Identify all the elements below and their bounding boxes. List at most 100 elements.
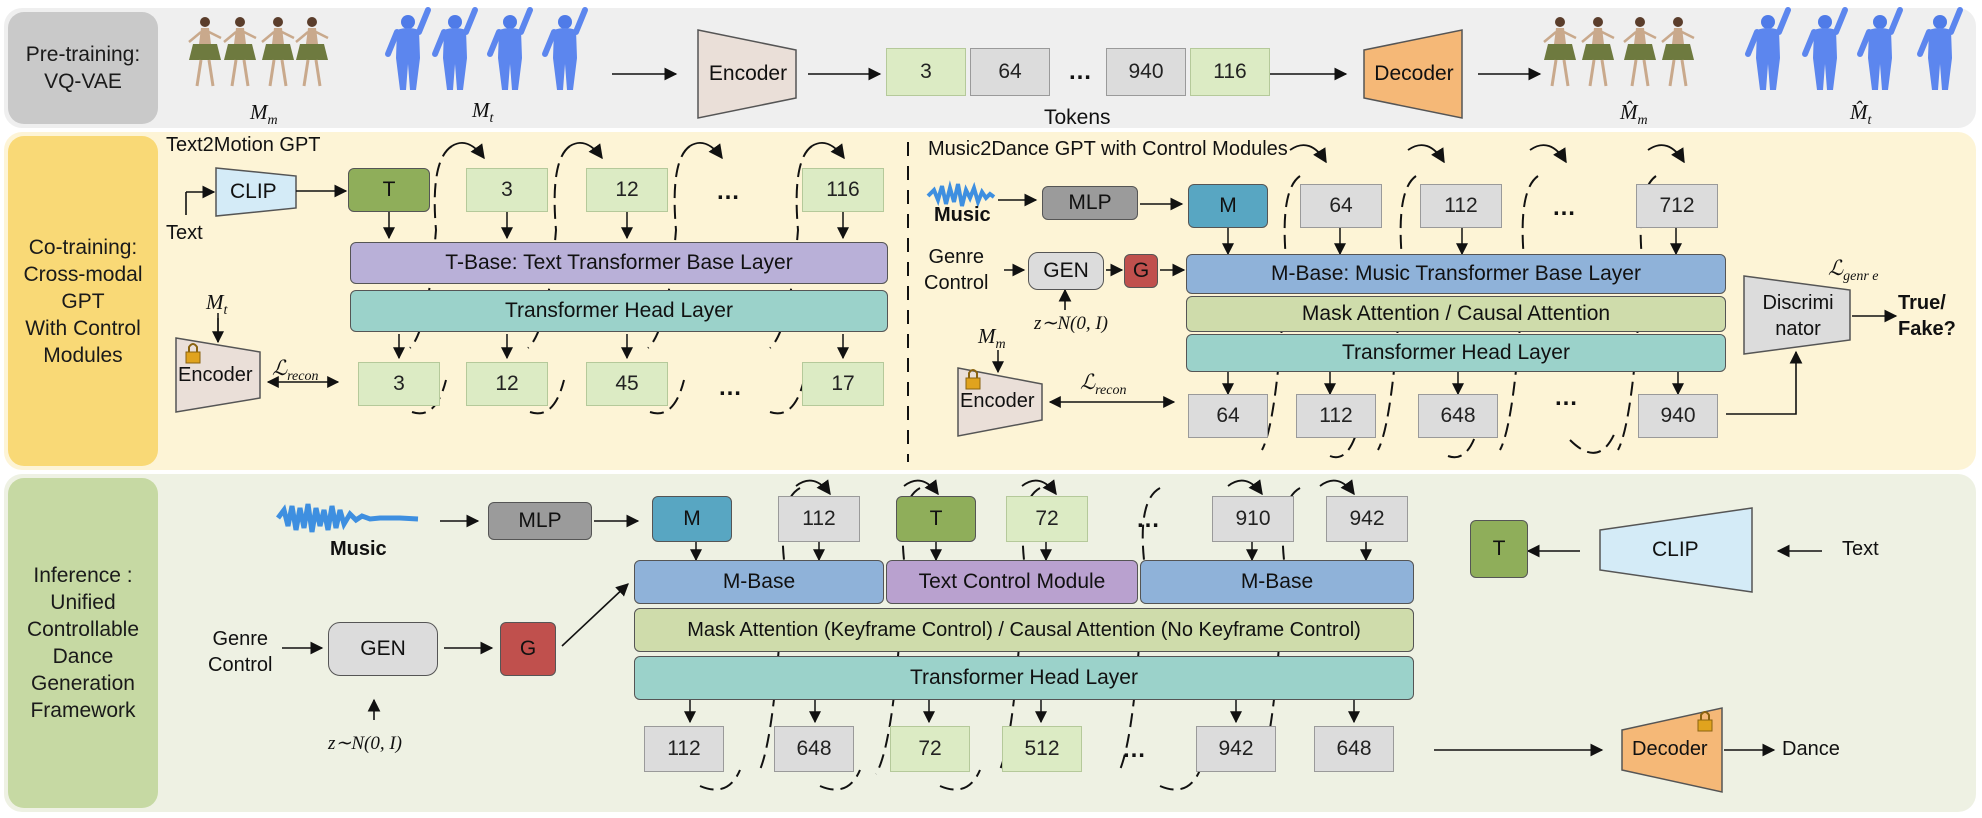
true-fake-label: True/ Fake?	[1898, 292, 1956, 340]
t2m-text-input: Text	[166, 222, 203, 244]
t2m-in-ellipsis: …	[716, 178, 740, 205]
mt-hat-figures	[1748, 10, 1960, 90]
m2d-in-token: 64	[1300, 184, 1382, 228]
m2d-g-token: G	[1124, 254, 1158, 288]
pretrain-encoder: Encoder	[708, 62, 788, 85]
inf-out-token: 942	[1196, 726, 1276, 772]
inf-in-ellipsis: …	[1136, 506, 1160, 533]
pretrain-token: 64	[970, 48, 1050, 96]
t2m-clip-shape	[215, 167, 297, 217]
m2d-gen: GEN	[1028, 252, 1104, 290]
inf-in-token: 72	[1006, 496, 1088, 542]
m2d-mm-label: Mm	[978, 324, 1006, 353]
discriminator-shape	[1743, 275, 1851, 355]
tokens-label: Tokens	[1044, 106, 1111, 129]
inf-t-clip-output: T	[1470, 520, 1528, 578]
inf-t-token: T	[896, 496, 976, 542]
mm-hat-label: M̂m	[1620, 100, 1648, 129]
mt-hat-label: M̂t	[1850, 100, 1872, 129]
m2d-genre-label: Genre Control	[924, 246, 989, 294]
inf-mbase-left: M-Base	[634, 560, 884, 604]
inf-dance-output: Dance	[1782, 738, 1840, 760]
mm-hat-figures	[1542, 15, 1696, 88]
pretrain-token: 3	[886, 48, 966, 96]
m2d-out-token: 112	[1296, 394, 1376, 438]
m2d-mask-layer: Mask Attention / Causal Attention	[1186, 296, 1726, 332]
inf-out-token: 112	[644, 726, 724, 772]
inf-text-control-module: Text Control Module	[886, 560, 1138, 604]
t2m-out-token: 12	[466, 362, 548, 406]
m2d-title: Music2Dance GPT with Control Modules	[928, 138, 1288, 160]
pretrain-ellipsis: …	[1068, 58, 1092, 85]
inf-in-token: 942	[1326, 496, 1408, 542]
mm-figures	[187, 15, 330, 88]
m2d-in-token: 112	[1420, 184, 1502, 228]
pretrain-token: 116	[1190, 48, 1270, 96]
t2m-head-layer: Transformer Head Layer	[350, 290, 888, 332]
m2d-z-noise: z∼N(0, I)	[1034, 313, 1108, 334]
m2d-out-token: 648	[1418, 394, 1498, 438]
m2d-base-layer: M-Base: Music Transformer Base Layer	[1186, 254, 1726, 294]
pretrain-decoder: Decoder	[1374, 62, 1454, 85]
mt-figures	[388, 10, 585, 90]
t2m-t-token: T	[348, 168, 430, 212]
t2m-out-token: 17	[802, 362, 884, 406]
m2d-m-token: M	[1188, 184, 1268, 228]
inf-m-token: M	[652, 496, 732, 542]
t2m-base-layer: T-Base: Text Transformer Base Layer	[350, 242, 888, 284]
t2m-in-token: 3	[466, 168, 548, 212]
inf-mask-layer: Mask Attention (Keyframe Control) / Caus…	[634, 608, 1414, 652]
t2m-out-ellipsis: …	[718, 374, 742, 401]
m2d-waveform	[926, 180, 996, 209]
m2d-out-ellipsis: …	[1554, 384, 1578, 411]
inf-head-layer: Transformer Head Layer	[634, 656, 1414, 700]
inference-label: Inference : Unified Controllable Dance G…	[8, 478, 158, 808]
pretrain-encoder-shape	[697, 29, 797, 119]
lock-icon	[965, 369, 981, 390]
inf-decoder-shape	[1621, 707, 1723, 793]
cotrain-label: Co-training: Cross-modal GPT With Contro…	[8, 136, 158, 466]
inf-out-token: 72	[890, 726, 970, 772]
m2d-encoder-label: Encoder	[960, 390, 1035, 412]
m2d-in-ellipsis: …	[1552, 194, 1576, 221]
inf-out-token: 648	[774, 726, 854, 772]
inf-text-input: Text	[1842, 538, 1879, 560]
t2m-lrecon: ℒrecon	[272, 356, 319, 385]
inf-gen: GEN	[328, 622, 438, 676]
inf-out-ellipsis: …	[1122, 736, 1146, 763]
m2d-in-token: 712	[1636, 184, 1718, 228]
discriminator-label: Discrimi nator	[1762, 292, 1834, 340]
lock-icon	[1697, 711, 1713, 732]
m2d-out-token: 64	[1188, 394, 1268, 438]
m2d-head-layer: Transformer Head Layer	[1186, 334, 1726, 372]
inf-genre-label: Genre Control	[208, 628, 273, 676]
m2d-mlp: MLP	[1042, 186, 1138, 220]
pretrain-token: 940	[1106, 48, 1186, 96]
t2m-in-token: 12	[586, 168, 668, 212]
m2d-out-token: 940	[1638, 394, 1718, 438]
t2m-encoder-label: Encoder	[178, 364, 253, 386]
t2m-out-token: 45	[586, 362, 668, 406]
inf-out-token: 512	[1002, 726, 1082, 772]
t2m-out-token: 3	[358, 362, 440, 406]
inf-z-noise: z∼N(0, I)	[328, 733, 402, 754]
m2d-music-label: Music	[934, 204, 991, 226]
inf-clip-shape	[1599, 507, 1753, 593]
inf-mbase-right: M-Base	[1140, 560, 1414, 604]
t2m-title: Text2Motion GPT	[166, 134, 321, 156]
inf-in-token: 910	[1212, 496, 1294, 542]
t2m-in-token: 116	[802, 168, 884, 212]
inf-music-label: Music	[330, 538, 387, 560]
t2m-mt-label: Mt	[206, 290, 228, 319]
inf-mlp: MLP	[488, 502, 592, 540]
lock-icon	[185, 343, 201, 364]
inf-clip-label: CLIP	[1652, 538, 1699, 561]
t2m-clip-label: CLIP	[230, 180, 277, 203]
pretrain-label: Pre-training: VQ-VAE	[8, 12, 158, 124]
lgenre-label: ℒgenr e	[1828, 256, 1879, 285]
pretrain-decoder-shape	[1363, 29, 1463, 119]
inf-waveform	[276, 503, 419, 533]
inf-g-token: G	[500, 622, 556, 676]
inf-in-token: 112	[778, 496, 860, 542]
inf-decoder-label: Decoder	[1632, 738, 1708, 760]
